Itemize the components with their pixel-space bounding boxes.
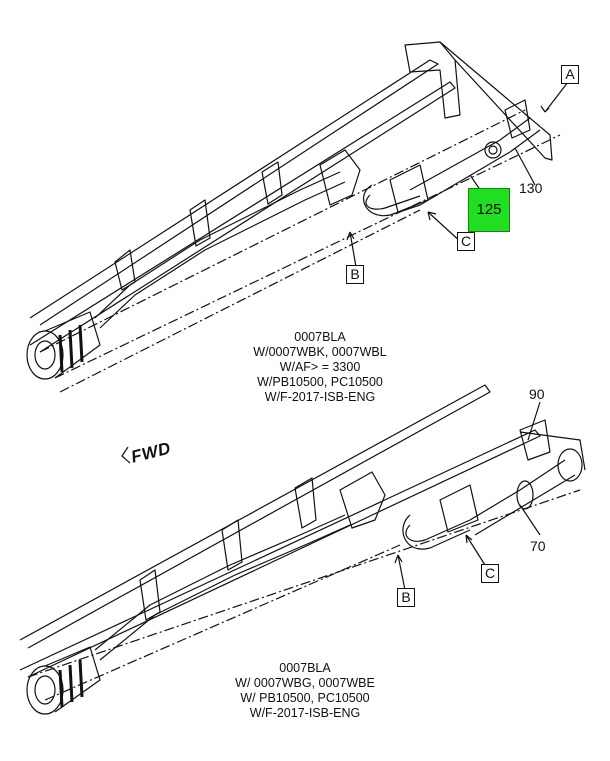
caption-bottom-line-3: W/ PB10500, PC10500: [240, 691, 370, 705]
callout-130-top: 130: [519, 180, 543, 196]
fwd-arrow-icon: [121, 446, 131, 464]
callout-b-top: B: [346, 265, 364, 284]
dpf-top: [26, 311, 101, 380]
caption-top-line-5: W/F-2017-ISB-ENG: [264, 390, 376, 404]
caption-bottom-line-2: W/ 0007WBG, 0007WBE: [235, 676, 375, 690]
caption-top-line-2: W/0007WBK, 0007WBL: [253, 345, 387, 359]
hangers-top: [114, 99, 531, 291]
leaders-top: [346, 81, 569, 268]
callout-c-bottom: C: [481, 564, 499, 583]
dpf-bottom: [26, 646, 101, 715]
caption-bottom-line-4: W/F-2017-ISB-ENG: [249, 706, 361, 720]
callout-b-bottom: B: [397, 588, 415, 607]
caption-bottom-line-1: 0007BLA: [279, 661, 331, 675]
callout-c-top: C: [457, 232, 475, 251]
frame-rail-bottom: [19, 384, 586, 701]
caption-top-line-3: W/AF> = 3300: [279, 360, 361, 374]
frame-rail-top: [29, 41, 561, 393]
callout-125-highlight: 125: [468, 188, 510, 232]
caption-top-line-4: W/PB10500, PC10500: [257, 375, 383, 389]
caption-top-line-1: 0007BLA: [294, 330, 346, 344]
callout-70-bottom: 70: [530, 538, 546, 554]
hangers-bottom: [139, 419, 551, 621]
caption-top: 0007BLA W/0007WBK, 0007WBL W/AF> = 3300 …: [210, 330, 430, 405]
leaders-bottom: [394, 401, 541, 591]
caption-bottom: 0007BLA W/ 0007WBG, 0007WBE W/ PB10500, …: [195, 661, 415, 721]
callout-90-bottom: 90: [529, 386, 545, 402]
callout-a-top: A: [561, 65, 579, 84]
exhaust-pipe-bottom: [94, 448, 583, 661]
exhaust-pipe-top: [94, 117, 541, 329]
